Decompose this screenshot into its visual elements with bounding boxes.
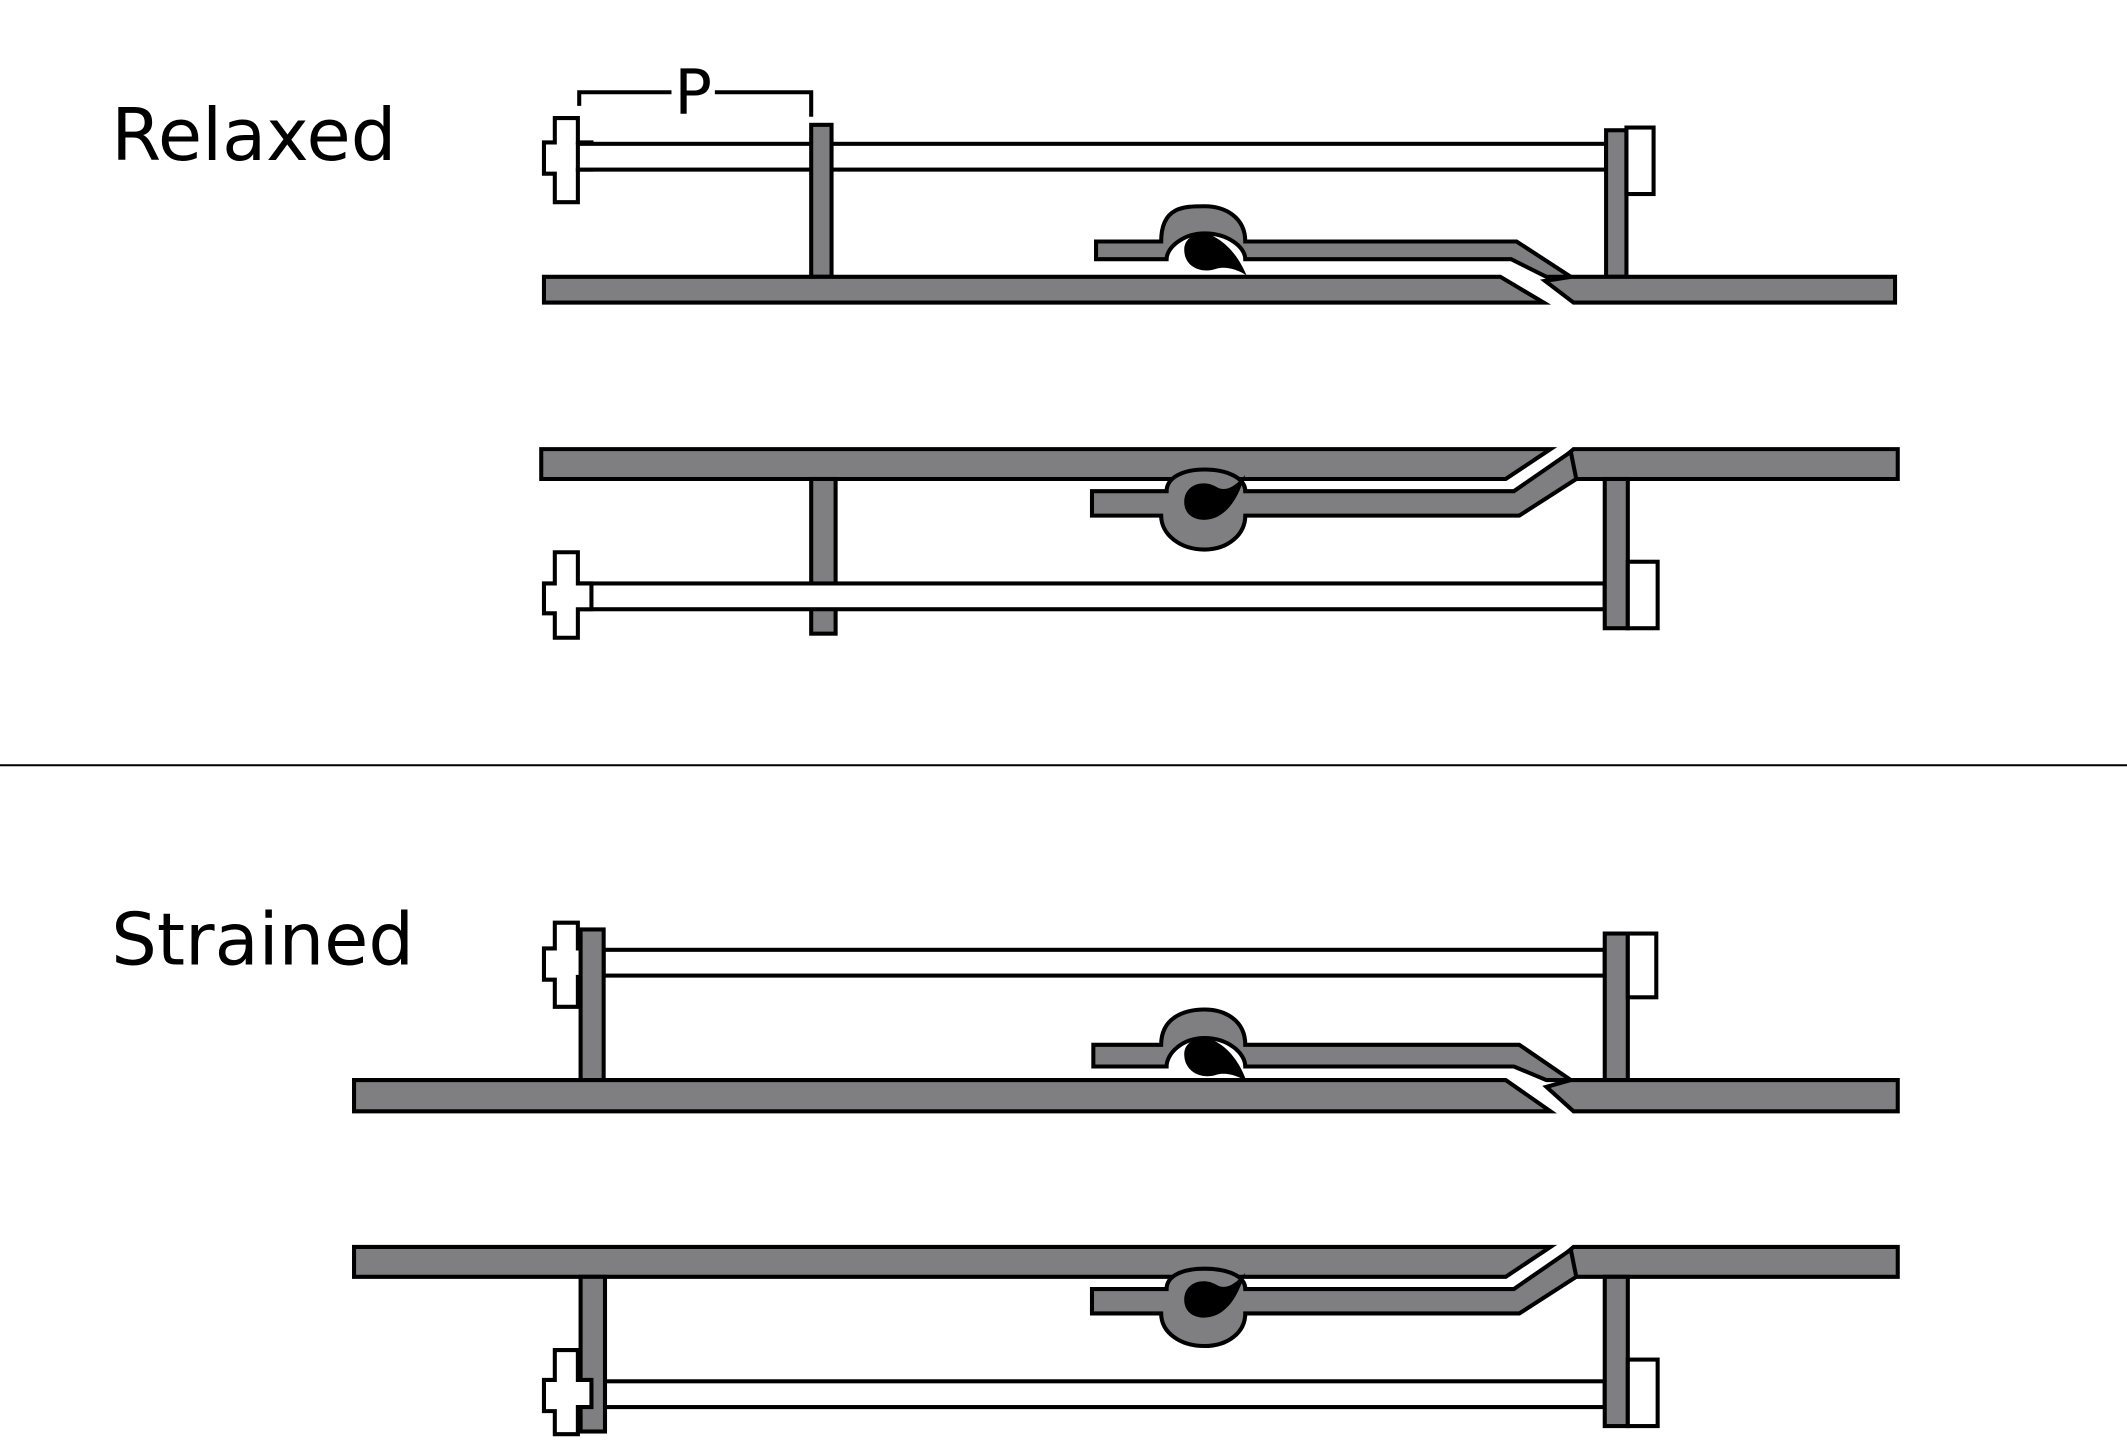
dimension-p-label: P bbox=[674, 56, 712, 129]
strained-upper-unit bbox=[352, 920, 1900, 1114]
section-label-relaxed: Relaxed bbox=[111, 93, 396, 177]
relaxed-upper-unit bbox=[541, 116, 1898, 305]
relaxed-lower-unit bbox=[539, 447, 1900, 640]
dimension-p-bracket: P bbox=[577, 56, 814, 129]
section-label-strained: Strained bbox=[111, 898, 414, 982]
strained-lower-unit bbox=[352, 1244, 1900, 1437]
